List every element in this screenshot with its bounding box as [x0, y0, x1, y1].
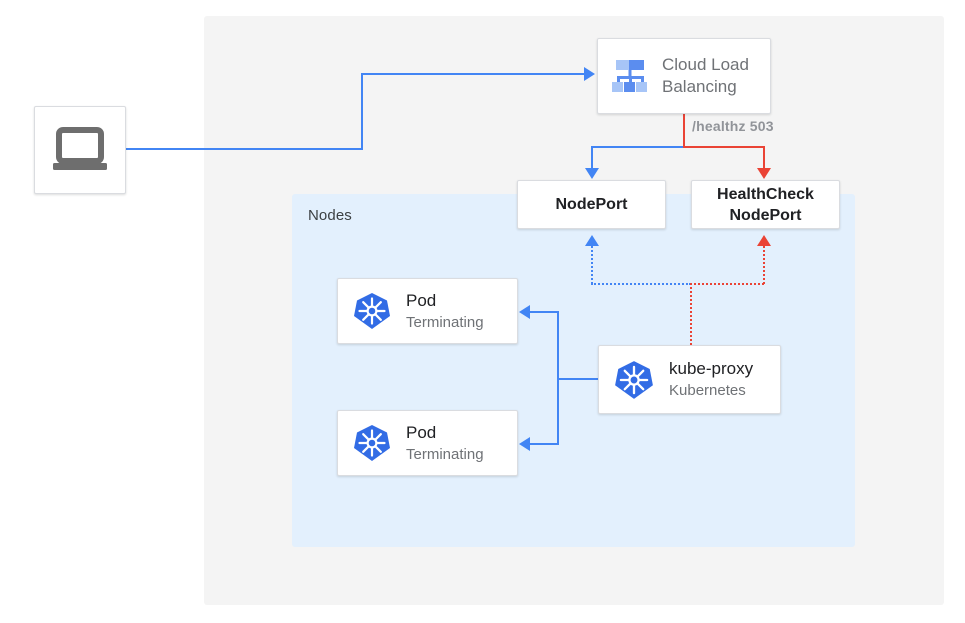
- edge-pod2-arrowhead: [519, 437, 530, 451]
- healthz-status-label: /healthz 503: [692, 118, 774, 134]
- kubeproxy-row: kube-proxy Kubernetes: [599, 346, 780, 413]
- kubeproxy-text: kube-proxy Kubernetes: [669, 358, 780, 401]
- edge-pod1-arrowhead: [519, 305, 530, 319]
- edge-dotted-nodeport-arrowhead: [585, 235, 599, 246]
- clb-row: Cloud Load Balancing: [598, 39, 770, 113]
- healthcheck-nodeport-node[interactable]: HealthCheck NodePort: [691, 180, 840, 229]
- edge-lb-down-vertical: [683, 114, 685, 148]
- edge-pod-bus-vertical: [557, 311, 559, 445]
- kubernetes-icon: [354, 425, 390, 461]
- pod1-title: Pod: [406, 290, 437, 310]
- edge-kubeproxy-up-dotted: [690, 283, 692, 345]
- client-node[interactable]: [34, 106, 126, 194]
- kubernetes-icon: [615, 360, 653, 399]
- cloud-load-balancing-node[interactable]: Cloud Load Balancing: [597, 38, 771, 114]
- edge-client-to-lb-arrowhead: [584, 67, 595, 81]
- edge-dotted-horizontal-blue: [591, 283, 691, 285]
- hcnodeport-label-line1: HealthCheck: [717, 185, 814, 203]
- hcnodeport-label-line2: NodePort: [729, 206, 802, 224]
- kube-proxy-node[interactable]: kube-proxy Kubernetes: [598, 345, 781, 414]
- nodeport-label: NodePort: [555, 196, 628, 213]
- edge-junction-right-red: [683, 146, 765, 148]
- pod1-row: Pod Terminating: [338, 279, 517, 343]
- client-icon-wrap: [35, 107, 125, 193]
- pod2-row: Pod Terminating: [338, 411, 517, 475]
- edge-bus-to-pod2: [529, 443, 559, 445]
- edge-to-nodeport-arrowhead: [585, 168, 599, 179]
- hcnodeport-text: HealthCheck NodePort: [717, 184, 814, 226]
- cloud-load-balancing-icon: [612, 60, 647, 92]
- kubernetes-icon: [354, 293, 390, 329]
- kubeproxy-icon-wrap: [599, 359, 669, 401]
- laptop-icon: [53, 127, 107, 170]
- edge-junction-left-blue: [592, 146, 684, 148]
- nodeport-text-wrap: NodePort: [518, 181, 665, 228]
- pod-node-1[interactable]: Pod Terminating: [337, 278, 518, 344]
- clb-icon-wrap: [598, 58, 662, 94]
- edge-dotted-horizontal-red: [690, 283, 764, 285]
- pod1-subtitle: Terminating: [406, 313, 484, 331]
- clb-label-line1: Cloud Load: [662, 55, 749, 74]
- edge-client-to-lb-horizontal-2: [361, 73, 586, 75]
- edge-dotted-healthcheck-arrowhead: [757, 235, 771, 246]
- clb-label-line2: Balancing: [662, 77, 737, 96]
- pod1-icon-wrap: [338, 291, 406, 331]
- pod1-text: Pod Terminating: [406, 290, 517, 333]
- hcnodeport-text-wrap: HealthCheck NodePort: [692, 181, 839, 228]
- nodes-panel-label: Nodes: [308, 207, 352, 224]
- pod-node-2[interactable]: Pod Terminating: [337, 410, 518, 476]
- edge-dotted-to-nodeport: [591, 246, 593, 284]
- edge-to-healthcheck-vertical: [763, 146, 765, 172]
- edge-to-healthcheck-arrowhead: [757, 168, 771, 179]
- edge-dotted-to-healthcheck: [763, 246, 765, 284]
- edge-client-to-lb-horizontal-1: [126, 148, 363, 150]
- pod2-subtitle: Terminating: [406, 445, 484, 463]
- clb-text: Cloud Load Balancing: [662, 54, 770, 98]
- kubeproxy-title: kube-proxy: [669, 359, 754, 378]
- nodeport-node[interactable]: NodePort: [517, 180, 666, 229]
- edge-to-nodeport-vertical: [591, 146, 593, 172]
- edge-bus-to-pod1: [529, 311, 559, 313]
- pod2-text: Pod Terminating: [406, 422, 517, 465]
- pod2-title: Pod: [406, 422, 437, 442]
- edge-kubeproxy-left-stub: [557, 378, 600, 380]
- kubeproxy-subtitle: Kubernetes: [669, 382, 746, 399]
- edge-client-to-lb-vertical: [361, 73, 363, 150]
- pod2-icon-wrap: [338, 423, 406, 463]
